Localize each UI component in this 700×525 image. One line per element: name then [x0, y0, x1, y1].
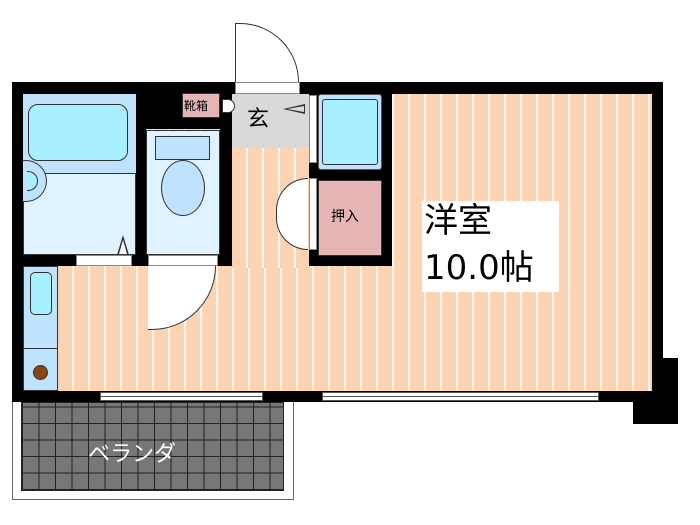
western-room-label-box: [422, 201, 559, 292]
toilet-tank-icon: [155, 136, 210, 160]
closet-door-strip[interactable]: [309, 178, 317, 250]
toilet-door[interactable]: [148, 255, 218, 266]
front-door-swing-icon: [235, 23, 299, 82]
washbasin-icon: [30, 272, 52, 315]
interior-wall-bath-right: [136, 94, 146, 266]
kitchen-sink-icon: [322, 99, 378, 165]
bathroom-door[interactable]: [76, 255, 132, 266]
outer-wall-right: [652, 82, 663, 402]
entrance-step-inner-icon: [287, 106, 304, 112]
outer-wall-top: [12, 82, 662, 94]
closet-label: 押入: [331, 209, 359, 225]
bath-door-marker-inner-icon: [119, 240, 127, 254]
veranda-floor: [21, 402, 284, 491]
shoe-box-door-icon: [222, 99, 235, 113]
front-door[interactable]: [235, 82, 300, 94]
bathtub-icon: [28, 104, 128, 161]
western-room-size: 10.0帖: [424, 248, 534, 288]
toilet-bowl-icon: [161, 160, 205, 216]
shoe-box: [182, 93, 220, 118]
south-window-rail: [322, 396, 599, 397]
shoe-box-label: 靴箱: [184, 99, 209, 113]
veranda-window-rail: [100, 396, 263, 397]
closet: [318, 180, 382, 256]
interior-wall-toilet-right: [220, 94, 232, 266]
entrance-label: 玄: [247, 107, 270, 132]
entrance: [232, 94, 309, 148]
drain-icon: [33, 365, 48, 380]
kitchen-door-strip: [309, 95, 317, 163]
outer-wall-left: [12, 82, 23, 402]
laundry-divider: [23, 348, 58, 349]
veranda-label: ベランダ: [88, 442, 177, 467]
western-room-name: 洋室: [424, 201, 492, 241]
